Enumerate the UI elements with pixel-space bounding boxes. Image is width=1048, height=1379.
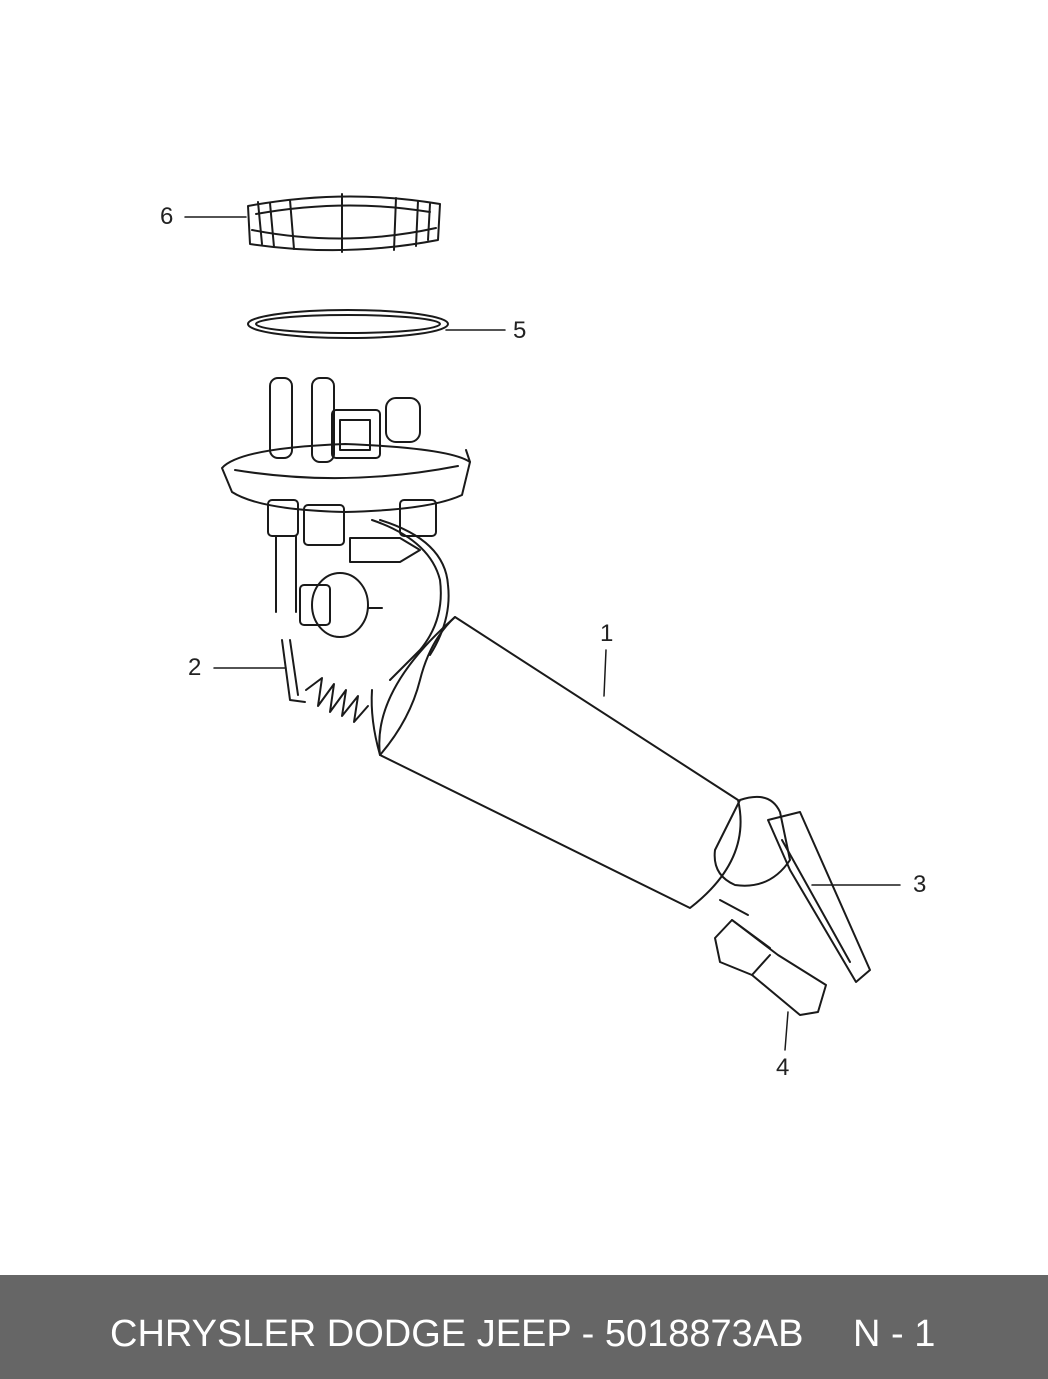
fuel-pump-part-1: [370, 616, 742, 909]
leader-line-1: [603, 649, 607, 697]
callout-1: 1: [600, 620, 614, 647]
pump-module-flange-part-2: [221, 377, 471, 723]
seal-part-5: [247, 309, 449, 339]
callout-6: 6: [160, 203, 174, 230]
callout-4: 4: [776, 1054, 790, 1081]
callout-2: 2: [188, 654, 202, 681]
callout-3: 3: [913, 871, 927, 898]
part-number-title: CHRYSLER DODGE JEEP - 5018873AB: [110, 1313, 804, 1355]
strainer-part-3: [713, 796, 871, 983]
leader-line-4: [784, 1011, 789, 1051]
level-sensor-part-4: [714, 899, 827, 1016]
lock-ring-part-6: [247, 193, 441, 253]
footer-bar: CHRYSLER DODGE JEEP - 5018873AB N - 1: [0, 1275, 1048, 1379]
callout-5: 5: [513, 317, 527, 344]
fuel-pump-exploded-diagram: [184, 193, 901, 1051]
page-number: N - 1: [853, 1313, 936, 1355]
